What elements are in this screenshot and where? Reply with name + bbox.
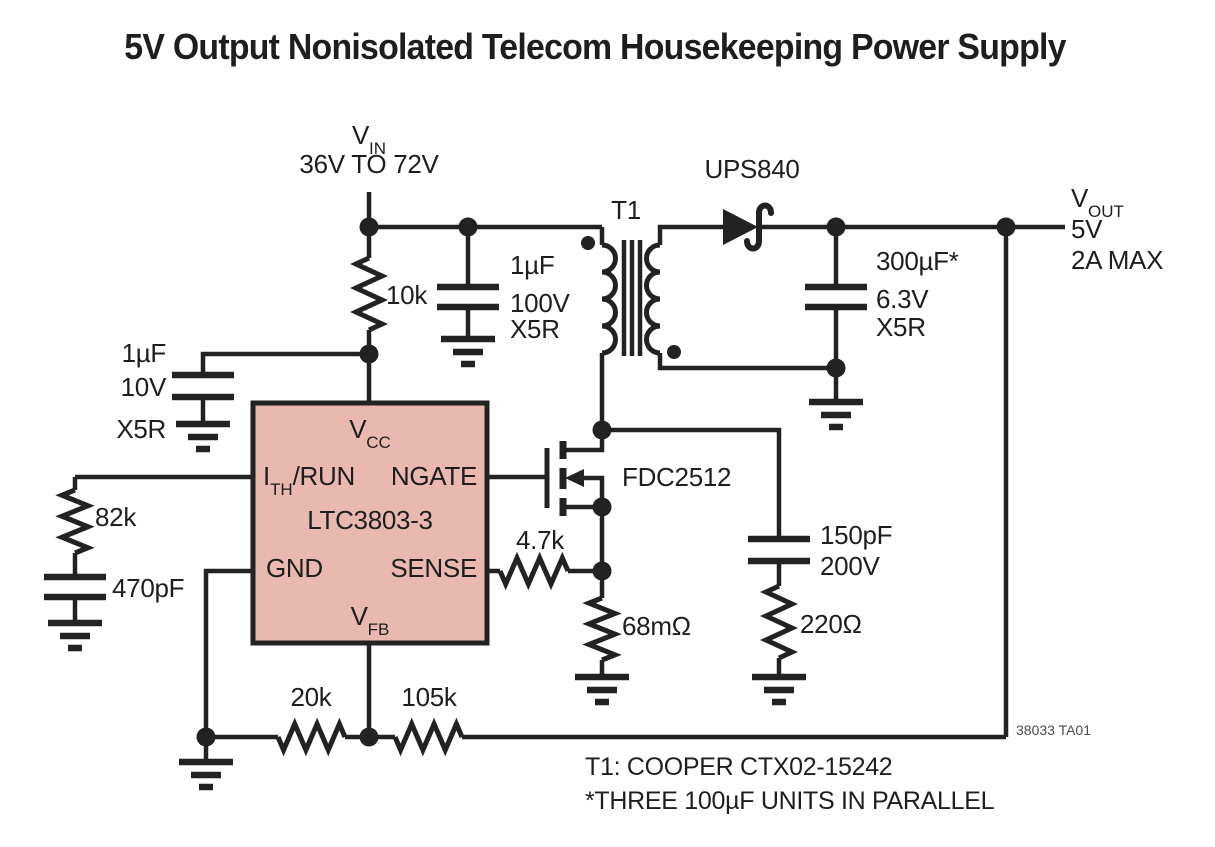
cap-out-dielectric: X5R (876, 312, 926, 342)
ic-pin-vcc: VCC (349, 414, 391, 453)
figure-id: 38033 TA01 (1016, 722, 1091, 738)
resistor-4p7k-label: 4.7k (516, 525, 564, 555)
cap-snubber-value: 150pF (820, 520, 893, 550)
ic-pin-sense: SENSE (390, 553, 477, 583)
resistor-20k-label: 20k (290, 682, 332, 712)
cap-out-value: 300µF* (876, 246, 959, 276)
resistor-105k-label: 105k (401, 682, 457, 712)
resistor-68mohm-label: 68mΩ (622, 611, 691, 641)
vout-net-label: VOUT (1071, 183, 1124, 222)
vin-range-label: 36V TO 72V (299, 149, 439, 179)
cap-bulk-value: 1µF (510, 250, 555, 280)
ic-part-number: LTC3803-3 (307, 505, 433, 535)
cap-snubber-voltage: 200V (820, 551, 880, 581)
cap-vcc-voltage: 10V (120, 372, 167, 402)
cap-bulk-voltage: 100V (510, 288, 570, 318)
resistor-82k-label: 82k (95, 502, 137, 532)
cap-vcc-dielectric: X5R (116, 414, 166, 444)
vout-voltage-label: 5V (1071, 214, 1103, 244)
ic-pin-ngate: NGATE (390, 461, 477, 491)
vout-current-label: 2A MAX (1071, 245, 1164, 275)
ic-pin-vfb: VFB (350, 601, 390, 640)
note-capacitors: *THREE 100µF UNITS IN PARALLEL (585, 787, 995, 815)
cap-out-voltage: 6.3V (876, 284, 929, 314)
transformer-label: T1 (611, 195, 641, 225)
cap-bulk-dielectric: X5R (510, 314, 560, 344)
vin-net-label: VIN (351, 120, 387, 159)
cap-vcc-value: 1µF (121, 338, 167, 368)
resistor-10k-label: 10k (386, 280, 428, 310)
mosfet-label: FDC2512 (622, 462, 732, 492)
ic-pin-ith-run: ITH/RUN (263, 461, 355, 500)
page-title: 5V Output Nonisolated Telecom Housekeepi… (124, 26, 1066, 67)
ic-pin-gnd: GND (266, 553, 323, 583)
note-transformer: T1: COOPER CTX02-15242 (585, 753, 893, 781)
resistor-220ohm-label: 220Ω (800, 609, 862, 639)
diode-label: UPS840 (704, 154, 800, 184)
cap-470pf-label: 470pF (112, 573, 185, 603)
